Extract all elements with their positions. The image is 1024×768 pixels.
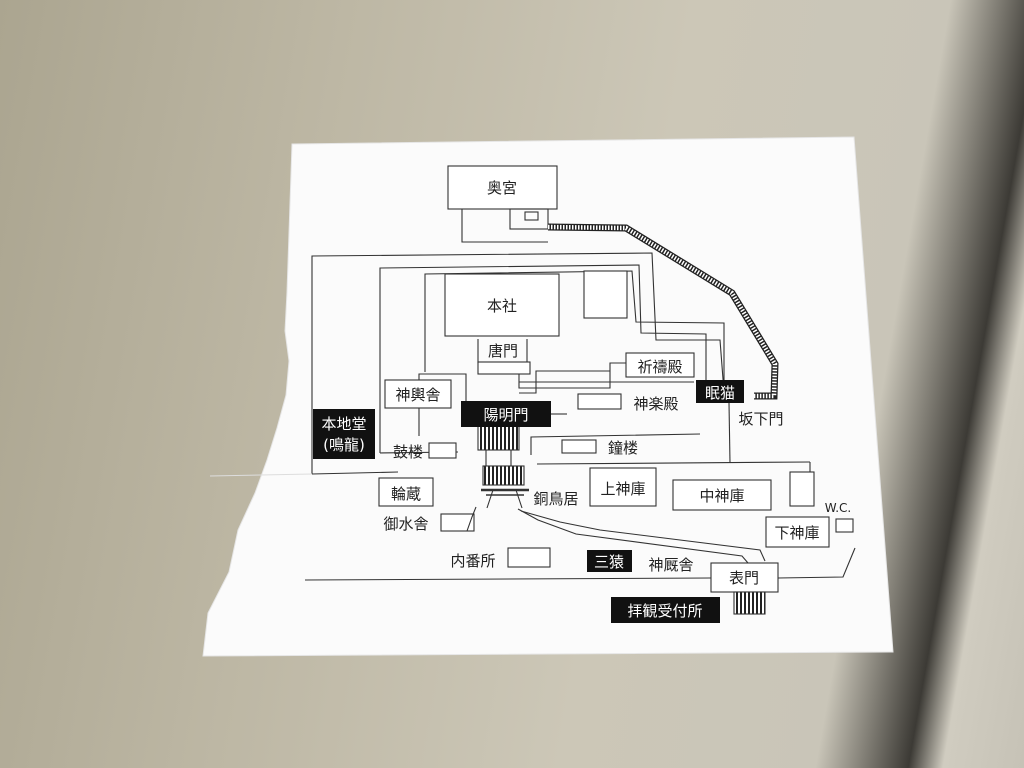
label-nakiryu: (鳴龍) xyxy=(323,436,365,454)
label-sanzaru: 三猿 xyxy=(594,553,624,571)
label-koro: 鼓楼 xyxy=(393,443,423,461)
label-sakashitamon: 坂下門 xyxy=(738,410,783,428)
label-kamijinko: 上神庫 xyxy=(600,480,645,498)
label-omotemon: 表門 xyxy=(729,569,759,587)
label-naibansho: 内番所 xyxy=(450,552,495,570)
label-nemuri-neko: 眠猫 xyxy=(705,384,735,402)
label-shinkyusha: 神厩舎 xyxy=(648,556,693,574)
label-shoro: 鐘楼 xyxy=(608,439,638,457)
label-shimojinko: 下神庫 xyxy=(774,524,819,542)
label-nakajinko: 中神庫 xyxy=(699,487,744,505)
label-kitouden: 祈禱殿 xyxy=(637,358,682,376)
label-okumiya: 奥宮 xyxy=(487,179,517,197)
label-shinyosha: 神輿舎 xyxy=(395,386,440,404)
label-dotorii: 銅鳥居 xyxy=(533,490,578,508)
label-karamon: 唐門 xyxy=(488,342,518,360)
label-yomeimon: 陽明門 xyxy=(483,406,528,424)
label-omizuya: 御水舎 xyxy=(383,515,428,533)
label-honjido: 本地堂 xyxy=(321,415,366,433)
label-rinzo: 輪蔵 xyxy=(391,485,421,503)
label-honsha: 本社 xyxy=(487,297,517,315)
label-haikan-uketsukejo: 拝観受付所 xyxy=(627,602,702,620)
label-wc: W.C. xyxy=(825,501,852,515)
label-kaguraden: 神楽殿 xyxy=(633,395,678,413)
